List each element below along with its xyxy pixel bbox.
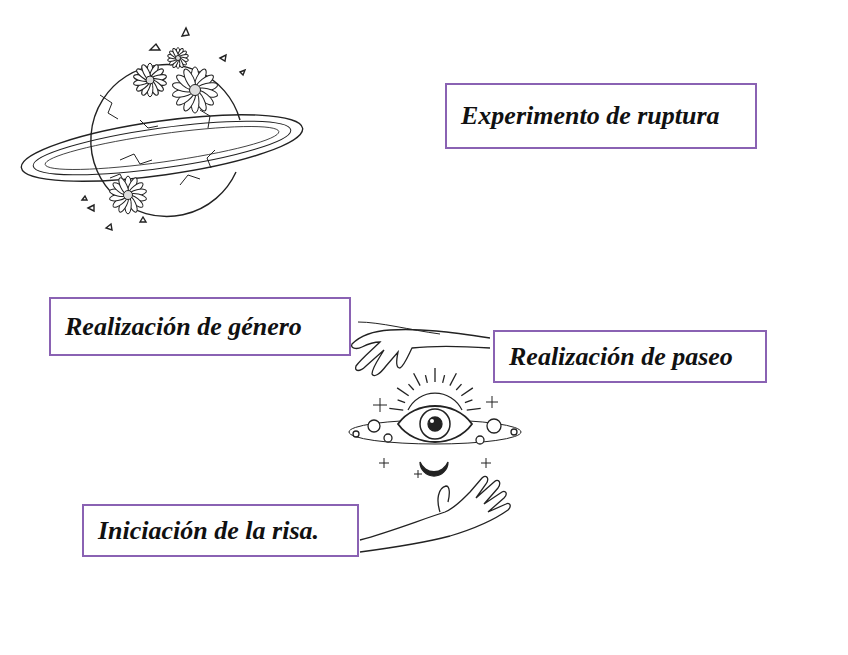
flower: [109, 176, 147, 214]
planet-drawing: [18, 28, 307, 230]
text-box: Realización de paseo: [493, 330, 767, 383]
text-box: Experimento de ruptura: [445, 83, 757, 149]
text-box: Iniciación de la risa.: [82, 504, 359, 557]
flower: [172, 67, 219, 113]
box-label: Realización de género: [65, 312, 302, 342]
flower: [133, 63, 167, 97]
box-label: Experimento de ruptura: [461, 101, 720, 131]
flower-drawing: [109, 48, 219, 214]
flower: [167, 48, 188, 69]
text-box: Realización de género: [49, 297, 351, 356]
box-label: Iniciación de la risa.: [98, 516, 319, 546]
box-label: Realización de paseo: [509, 342, 733, 372]
